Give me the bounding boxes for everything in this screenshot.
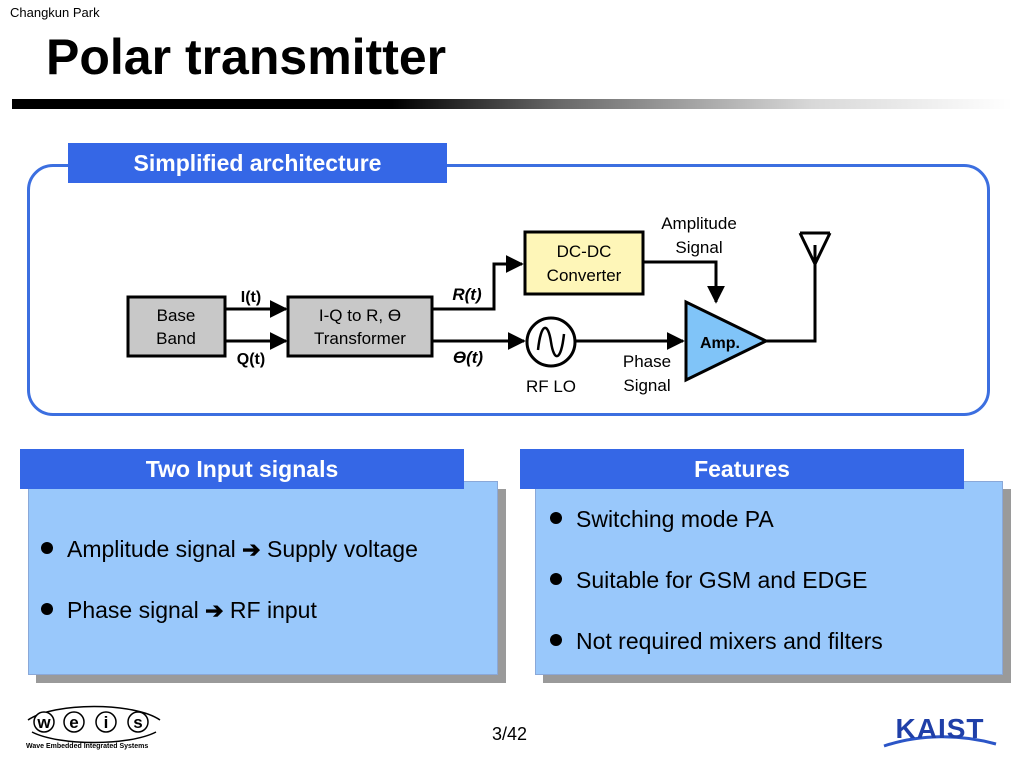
author-name: Changkun Park — [10, 5, 100, 20]
theta-signal-label: Ɵ(t) — [453, 348, 484, 367]
i-signal-label: I(t) — [241, 289, 261, 306]
r-signal-label: R(t) — [452, 285, 482, 304]
baseband-label-line1: Base — [157, 306, 196, 325]
weis-letter: e — [69, 713, 78, 732]
inputs-panel: Amplitude signal ➔ Supply voltage Phase … — [28, 481, 498, 675]
q-signal-label: Q(t) — [237, 351, 265, 368]
right-arrow-icon: ➔ — [242, 537, 261, 562]
inputs-heading: Two Input signals — [20, 449, 464, 489]
weis-letter: s — [133, 713, 142, 732]
kaist-logo: KAIST — [883, 713, 997, 748]
power-amplifier: Amp. — [684, 299, 770, 383]
antenna-icon — [798, 231, 832, 265]
rf-lo-label: RF LO — [526, 377, 576, 396]
bullet-icon — [550, 573, 562, 585]
transformer-label-line1: I-Q to R, Ɵ — [319, 306, 401, 325]
weis-tagline: Wave Embedded Integrated Systems — [26, 743, 148, 750]
feature-item: Switching mode PA — [550, 506, 774, 533]
input-item: Phase signal ➔ RF input — [41, 597, 317, 624]
dcdc-label-line1: DC-DC — [557, 242, 612, 261]
amplitude-signal-label-line2: Signal — [675, 238, 722, 257]
weis-logo: w e i s Wave Embedded Integrated Systems — [26, 705, 161, 750]
transformer-label-line2: Transformer — [314, 329, 406, 348]
baseband-block: Base Band — [126, 295, 227, 358]
iq-transformer-block: I-Q to R, Ɵ Transformer — [286, 295, 434, 358]
phase-signal-label-line1: Phase — [623, 352, 671, 371]
bullet-icon — [41, 603, 53, 615]
architecture-panel — [27, 164, 990, 416]
amplitude-signal-arrow — [643, 260, 725, 304]
dcdc-converter-block: DC-DC Converter — [523, 230, 645, 296]
weis-letter: w — [36, 713, 51, 732]
bullet-icon — [41, 542, 53, 554]
output-line — [766, 245, 817, 343]
rf-lo-oscillator — [525, 316, 577, 368]
bullet-icon — [550, 634, 562, 646]
phase-signal-label-line2: Signal — [623, 376, 670, 395]
architecture-heading: Simplified architecture — [68, 143, 447, 183]
baseband-label-line2: Band — [156, 329, 196, 348]
kaist-wordmark: KAIST — [896, 713, 985, 744]
features-heading: Features — [520, 449, 964, 489]
right-arrow-icon: ➔ — [205, 598, 224, 623]
r-signal-arrow — [432, 255, 524, 311]
page-number: 3/42 — [492, 724, 528, 744]
input-item: Amplitude signal ➔ Supply voltage — [41, 536, 418, 563]
features-panel: Switching mode PA Suitable for GSM and E… — [535, 481, 1003, 675]
title-underline — [12, 99, 1012, 109]
feature-item: Not required mixers and filters — [550, 628, 883, 655]
dcdc-label-line2: Converter — [547, 266, 622, 285]
amp-label: Amp. — [700, 335, 740, 352]
feature-item: Suitable for GSM and EDGE — [550, 567, 867, 594]
sine-wave-icon — [536, 326, 566, 358]
amplitude-signal-label-line1: Amplitude — [661, 214, 737, 233]
page-title: Polar transmitter — [46, 29, 447, 85]
bullet-icon — [550, 512, 562, 524]
weis-letter: i — [104, 713, 109, 732]
